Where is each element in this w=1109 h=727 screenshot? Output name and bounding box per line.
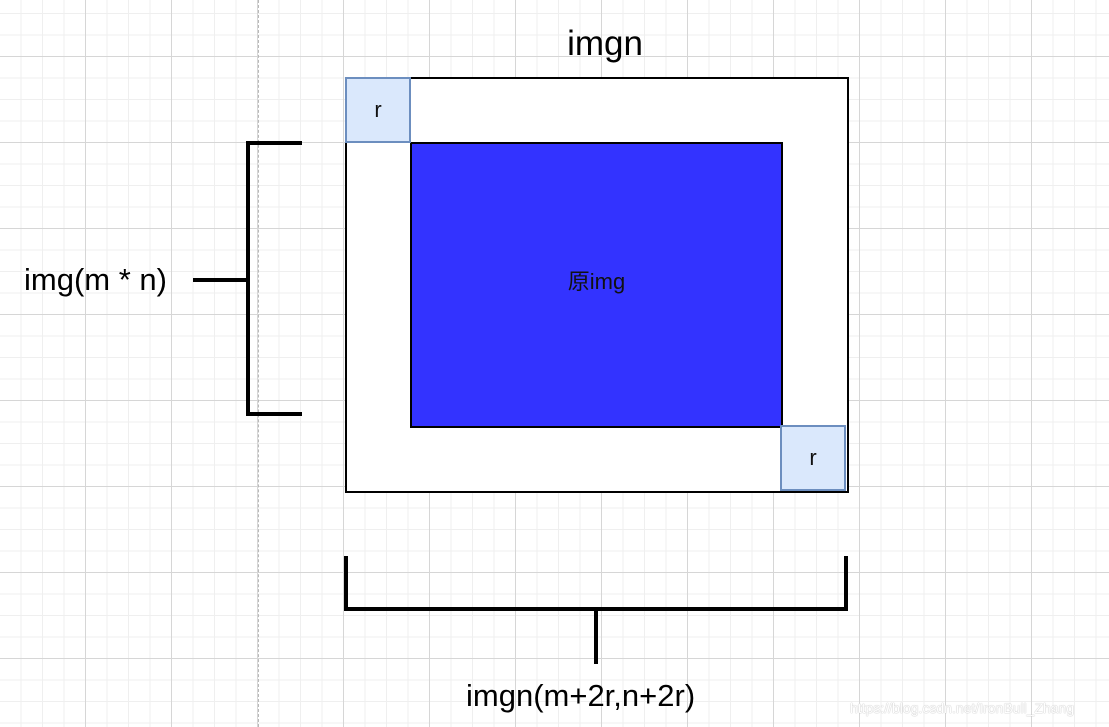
padding-corner-bottom-right[interactable]: r (780, 425, 846, 491)
diagram-title: imgn (567, 24, 643, 63)
original-size-label: img(m * n) (24, 262, 167, 297)
left-bracket (193, 141, 302, 416)
bottom-bracket (344, 556, 848, 664)
original-image-label: 原img (567, 269, 626, 294)
original-image-box[interactable]: 原img (410, 142, 783, 428)
padding-corner-top-left[interactable]: r (345, 77, 411, 143)
watermark: https://blog.csdn.net/IronBull_Zhang (850, 700, 1075, 716)
padded-size-label: imgn(m+2r,n+2r) (466, 678, 696, 713)
vertical-guide-line (258, 0, 259, 727)
